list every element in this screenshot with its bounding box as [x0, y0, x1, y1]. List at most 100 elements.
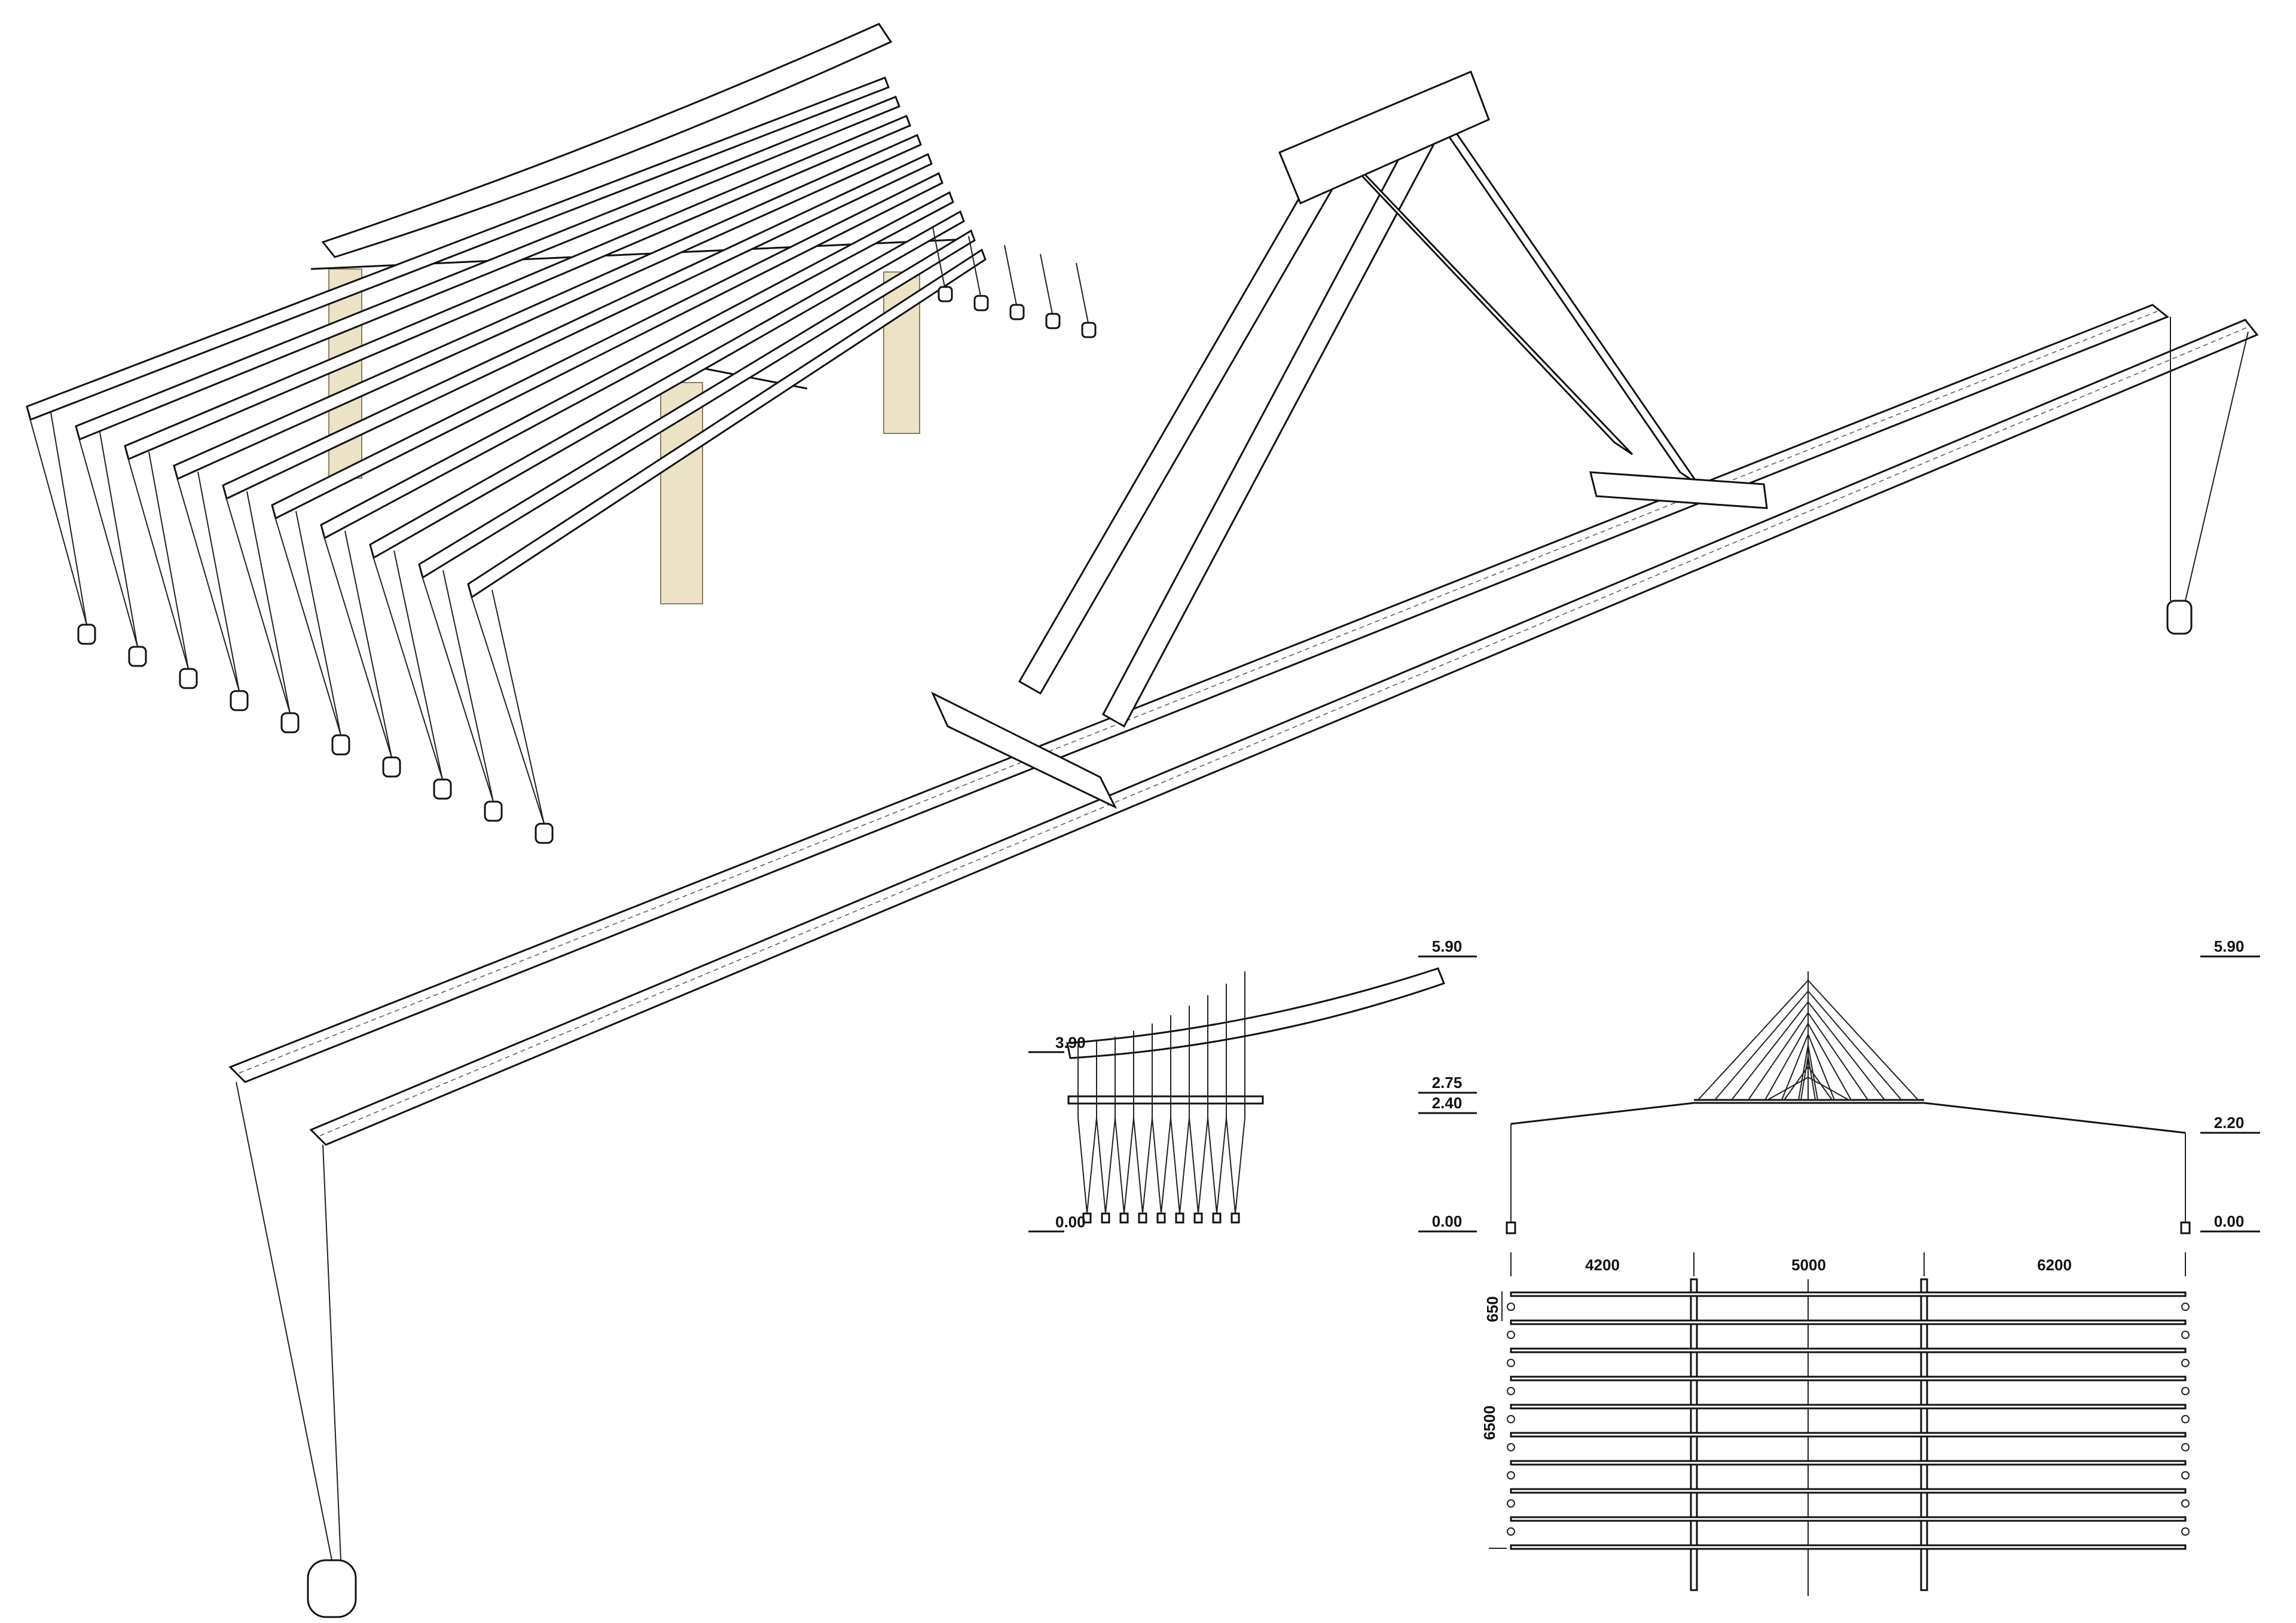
tension-cable [471, 595, 545, 824]
tension-cable [1076, 262, 1089, 323]
plan-view: 4200 5000 6200 650 6500 [1480, 1252, 2190, 1596]
rafter [222, 152, 933, 500]
anchor-point [2181, 1415, 2190, 1423]
a-frame-leg [1101, 106, 1449, 728]
rafter [320, 191, 954, 540]
counterweight [1193, 1212, 1203, 1224]
a-frame-leg [1428, 106, 1699, 485]
plan-rafter [1510, 1488, 2187, 1494]
level-label: 0.00 [1055, 1213, 1086, 1231]
plan-rafter [1510, 1544, 2187, 1550]
tension-cable [246, 491, 291, 714]
anchor-point [1507, 1499, 1515, 1508]
counterweight [280, 712, 300, 733]
rafter [369, 210, 965, 560]
cross-beam [1589, 471, 1768, 509]
tension-cable [274, 516, 341, 736]
rafter [271, 172, 944, 520]
anchor-point [2181, 1471, 2190, 1480]
counterweight [973, 295, 989, 311]
tension-cable [295, 511, 341, 736]
cable [1170, 1117, 1190, 1214]
level-label: 0.00 [2214, 1212, 2245, 1230]
anchor-point [1507, 1471, 1515, 1480]
elevation: 5.902.200.00 [1506, 937, 2260, 1234]
counterweight [433, 778, 452, 800]
counterweight [1081, 322, 1097, 338]
counterweight [1231, 1212, 1240, 1224]
counterweight [1138, 1212, 1147, 1224]
plan-rafter [1510, 1347, 2187, 1353]
counterweight [128, 646, 147, 667]
plan-rafter [1510, 1460, 2187, 1466]
anchor-point [1507, 1527, 1515, 1536]
plan-rafter [1510, 1516, 2187, 1522]
tension-cable [373, 556, 443, 780]
anchor-point [2181, 1303, 2190, 1311]
dimension-label: 650 [1483, 1296, 1501, 1322]
dimension-label: 5000 [1791, 1256, 1826, 1274]
tension-cable [344, 530, 392, 758]
cable [1226, 1117, 1245, 1214]
counterweight [938, 286, 953, 302]
rafter-beam [309, 319, 2259, 1146]
level-label: 5.90 [1432, 937, 1463, 955]
tension-cable [236, 1081, 332, 1561]
rafter [467, 248, 987, 599]
rafter [26, 77, 890, 421]
tension-cable [78, 438, 138, 647]
rafter [418, 229, 976, 579]
dimension-label: 6200 [2037, 1256, 2072, 1274]
counterweight [331, 734, 350, 756]
plan-rafter [1510, 1404, 2187, 1410]
anchor-point [2181, 1443, 2190, 1451]
tension-cable [127, 457, 189, 670]
tension-cable [50, 412, 87, 625]
anchor-point [1507, 1303, 1515, 1311]
level-label: 3.90 [1055, 1034, 1086, 1052]
cable [1133, 1117, 1153, 1214]
anchor-point [2181, 1331, 2190, 1339]
tension-cable [422, 576, 494, 802]
tension-cable [932, 227, 945, 288]
counterweight [535, 823, 554, 844]
cable [1207, 1117, 1227, 1214]
tension-cable [442, 570, 494, 802]
anchor-point [2181, 1527, 2190, 1536]
tension-cable [176, 477, 240, 692]
anchor-point [2181, 1387, 2190, 1395]
tension-cable [2185, 331, 2249, 601]
counterweight [179, 668, 198, 689]
level-label: 0.00 [1432, 1212, 1463, 1230]
counterweight [1175, 1212, 1184, 1224]
anchor-point [1507, 1359, 1515, 1367]
tension-cable [225, 497, 291, 714]
cable [1077, 1117, 1097, 1214]
cable [1152, 1117, 1171, 1214]
rafter [75, 96, 900, 441]
counterweight [484, 800, 503, 822]
cable [1096, 1117, 1116, 1214]
counterweight [230, 690, 249, 711]
counterweight [2166, 600, 2193, 635]
level-label: 5.90 [2214, 937, 2245, 955]
cross-section: 3.90 0.00 5.902.752.400.00 [1028, 937, 1477, 1233]
rafter [124, 115, 911, 461]
counterweight [1045, 313, 1061, 329]
ridge-block [1278, 71, 1490, 204]
plan-rafter [1510, 1432, 2187, 1438]
counterweight [307, 1559, 357, 1618]
counterweight [77, 623, 96, 645]
anchor-point [1507, 1387, 1515, 1395]
curved-ridge-beam [321, 23, 893, 258]
dimension-label: 4200 [1585, 1256, 1620, 1274]
counterweight [1119, 1212, 1129, 1224]
anchor-point [2181, 1359, 2190, 1367]
tension-cable [197, 471, 240, 692]
anchor-point [1507, 1331, 1515, 1339]
plan-rafter [1510, 1291, 2187, 1297]
cable [1115, 1117, 1134, 1214]
cable [1189, 1117, 1208, 1214]
anchor-point [1507, 1415, 1515, 1423]
